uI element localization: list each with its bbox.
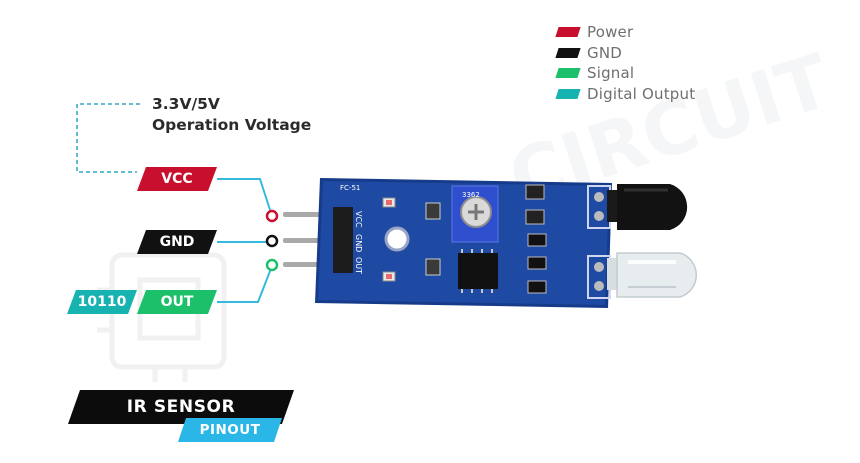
pcb-board: 3362 VCC GND OUT FC-51 (315, 178, 612, 308)
gnd-swatch (555, 47, 581, 58)
operation-voltage-note: 3.3V/5V Operation Voltage (152, 94, 311, 136)
out-pin-marker (265, 258, 279, 272)
signal-swatch (555, 68, 581, 79)
vcc-wire (217, 178, 273, 217)
legend-item-signal: Signal (555, 63, 695, 84)
pin-header-block (333, 207, 353, 273)
silk-label-vcc: VCC (354, 211, 363, 228)
legend-label-signal: Signal (587, 64, 635, 83)
ir-receiver-led (607, 252, 697, 298)
pin-label-gnd: GND (137, 230, 217, 254)
ir-emitter-led (607, 184, 688, 230)
gnd-pin-marker (265, 234, 279, 248)
silk-label-gnd: GND (354, 234, 363, 252)
out-wire (217, 265, 273, 303)
legend-label-power: Power (587, 23, 634, 42)
digital-output-swatch (555, 88, 581, 99)
silk-label-out: OUT (354, 257, 363, 274)
power-swatch (555, 27, 581, 38)
subtitle-banner: PINOUT (178, 418, 282, 442)
mounting-hole (384, 226, 410, 252)
pin-label-out: OUT (137, 290, 217, 314)
legend-item-gnd: GND (555, 43, 695, 64)
vcc-pin-marker (265, 209, 279, 223)
potentiometer-label: 3362 (462, 191, 480, 199)
voltage-caption: Operation Voltage (152, 116, 312, 134)
color-legend: Power GND Signal Digital Output (555, 22, 696, 105)
pin-label-vcc: VCC (137, 167, 217, 191)
voltage-value: 3.3V/5V (152, 95, 220, 113)
legend-label-gnd: GND (587, 43, 622, 62)
module-code: FC-51 (340, 184, 360, 192)
voltage-bracket-line (76, 103, 140, 173)
legend-item-digital-output: Digital Output (555, 84, 696, 105)
title-banner: IR SENSOR (68, 390, 294, 424)
comparator-chip (458, 253, 498, 289)
legend-label-digital-output: Digital Output (587, 84, 696, 103)
legend-item-power: Power (555, 22, 695, 43)
digital-output-label: 10110 (67, 290, 137, 314)
